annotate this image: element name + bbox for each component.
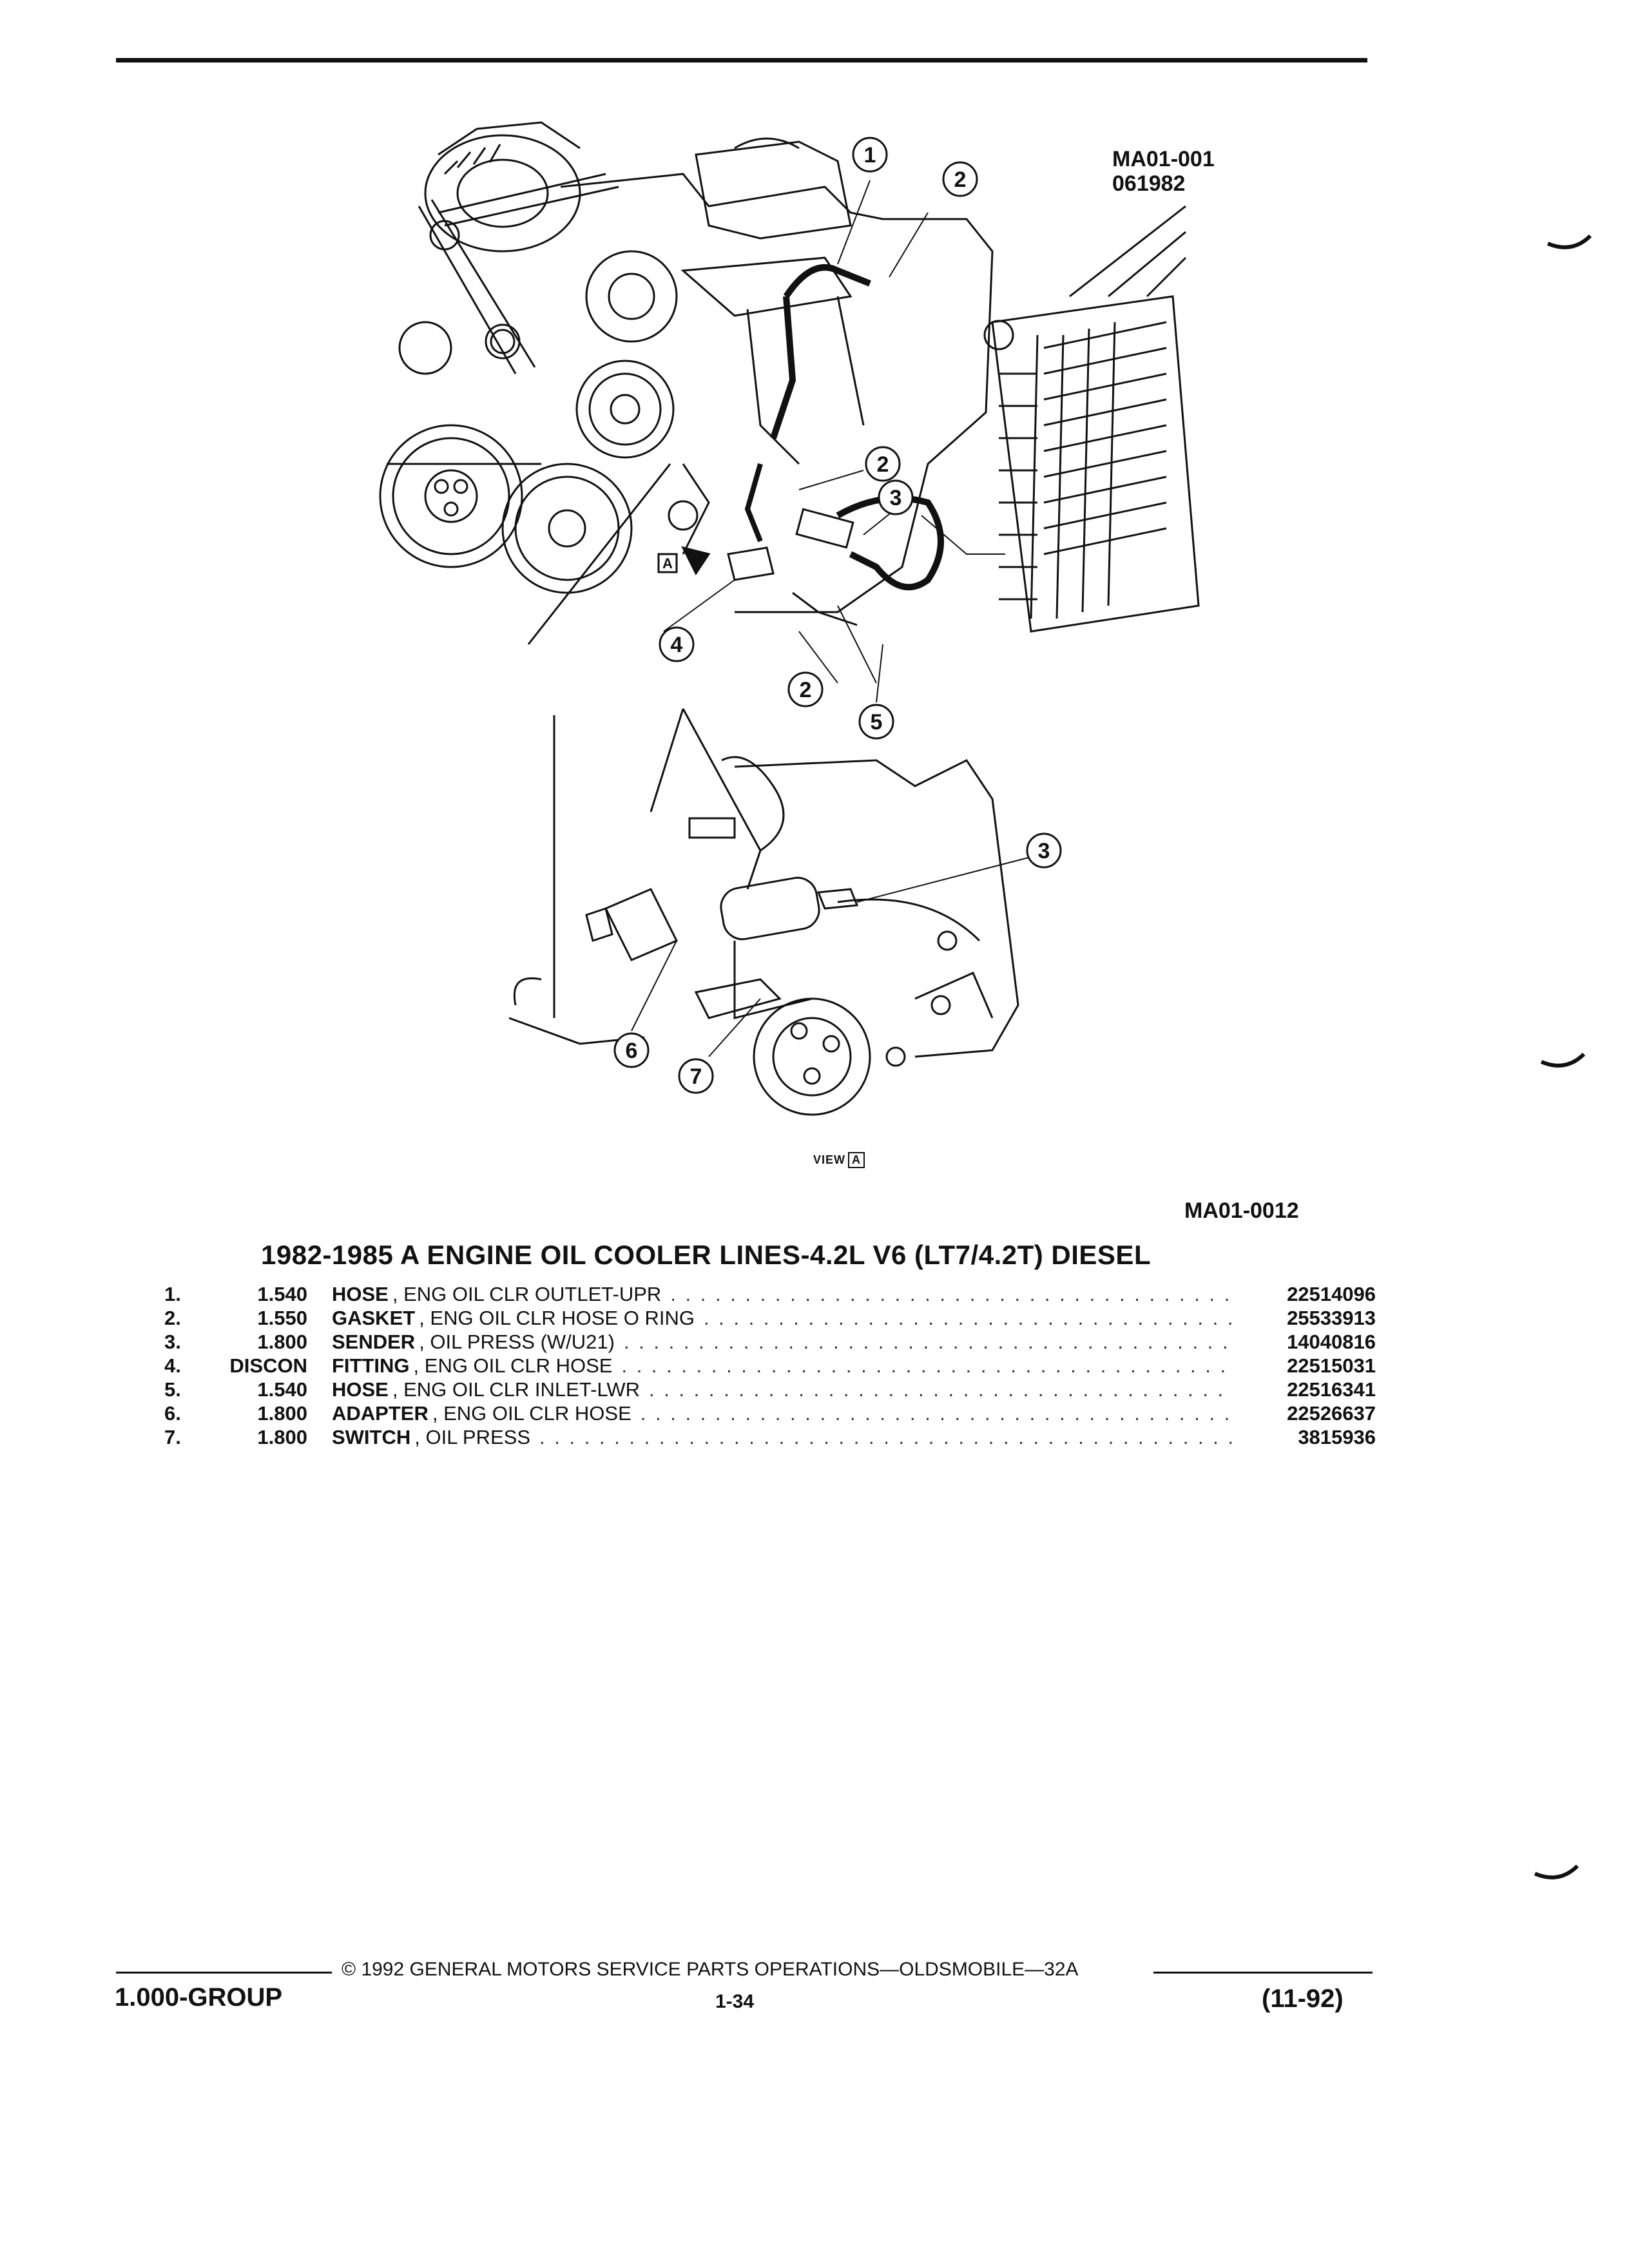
- callout-1: 1: [852, 137, 888, 173]
- item-number: 3.: [164, 1331, 181, 1353]
- svg-text:4: 4: [671, 633, 683, 657]
- item-number: 6.: [164, 1402, 181, 1425]
- item-name: FITTING: [332, 1354, 410, 1377]
- item-name: SENDER: [332, 1331, 416, 1353]
- item-part-number: 3815936: [1298, 1426, 1376, 1448]
- svg-text:7: 7: [690, 1064, 702, 1089]
- callout-4: 4: [659, 626, 695, 662]
- alternator-drawing: [424, 121, 581, 253]
- item-name: HOSE: [332, 1283, 389, 1305]
- engine-block-drawing: [560, 137, 994, 613]
- item-number: 2.: [164, 1307, 181, 1329]
- svg-text:3: 3: [1038, 839, 1050, 863]
- binder-mark-icon: [1534, 1864, 1579, 1879]
- item-code: 1.550: [257, 1307, 307, 1329]
- list-item: 4. DISCON FITTING, ENG OIL CLR HOSE 22515…: [164, 1354, 1376, 1378]
- item-spec: , ENG OIL CLR HOSE O RING: [419, 1307, 695, 1329]
- item-spec: , ENG OIL CLR INLET-LWR: [392, 1378, 640, 1401]
- callout-3-top: 3: [878, 479, 914, 515]
- item-name: SWITCH: [332, 1426, 411, 1448]
- footer-date: (11-92): [1262, 1984, 1344, 2013]
- footer-group: 1.000-GROUP: [115, 1983, 283, 2012]
- view-letter: A: [848, 1152, 865, 1168]
- figure-date-code: 061982: [1112, 171, 1186, 196]
- list-item: 5. 1.540 HOSE, ENG OIL CLR INLET-LWR 2251…: [164, 1378, 1376, 1401]
- item-spec: , ENG OIL CLR HOSE: [413, 1354, 613, 1377]
- view-label-text: VIEW: [813, 1153, 846, 1166]
- item-number: 7.: [164, 1426, 181, 1448]
- svg-text:3: 3: [890, 486, 902, 510]
- list-item: 6. 1.800 ADAPTER, ENG OIL CLR HOSE 225266…: [164, 1401, 1376, 1425]
- item-part-number: 22526637: [1287, 1402, 1376, 1425]
- callout-5: 5: [858, 704, 894, 740]
- item-spec: , ENG OIL CLR HOSE: [432, 1402, 631, 1425]
- figure-code-bottom: MA01-0012: [1184, 1198, 1299, 1223]
- item-part-number: 25533913: [1287, 1307, 1376, 1329]
- engine-oil-cooler-diagram: 1 2 2 3 4 2 5 3 6 7 A: [379, 121, 1200, 1116]
- item-code: 1.800: [257, 1402, 307, 1425]
- item-number: 1.: [164, 1283, 181, 1305]
- item-part-number: 22516341: [1287, 1378, 1376, 1401]
- footer-copyright: © 1992 GENERAL MOTORS SERVICE PARTS OPER…: [342, 1959, 1079, 1980]
- list-item: 7. 1.800 SWITCH, OIL PRESS 3815936: [164, 1425, 1376, 1449]
- footer-rule-right: [1153, 1972, 1373, 1974]
- item-code: 1.800: [257, 1426, 307, 1448]
- item-name: ADAPTER: [332, 1402, 429, 1425]
- page-title: 1982-1985 A ENGINE OIL COOLER LINES-4.2L…: [261, 1240, 1152, 1270]
- item-name: HOSE: [332, 1378, 389, 1401]
- footer-rule-left: [116, 1972, 332, 1974]
- callout-2-mid: 2: [865, 446, 901, 482]
- oil-cooler-hoses-drawing: [727, 264, 944, 626]
- svg-text:2: 2: [954, 168, 967, 192]
- list-item: 2. 1.550 GASKET, ENG OIL CLR HOSE O RING…: [164, 1306, 1376, 1330]
- top-rule: [116, 58, 1367, 62]
- view-a-drawing: [508, 708, 1019, 1116]
- svg-text:A: A: [662, 555, 673, 572]
- footer-page-number: 1-34: [715, 1991, 755, 2012]
- svg-text:1: 1: [864, 143, 876, 168]
- callout-7: 7: [678, 1058, 714, 1094]
- callout-2-lower: 2: [787, 671, 824, 707]
- leader-lines-lower: [631, 856, 1032, 1057]
- callout-6: 6: [613, 1032, 650, 1068]
- figure-code-top: MA01-001 061982: [1112, 147, 1215, 196]
- binder-mark-icon: [1540, 1052, 1585, 1068]
- list-item: 1. 1.540 HOSE, ENG OIL CLR OUTLET-UPR 225…: [164, 1282, 1376, 1306]
- figure-code: MA01-001: [1112, 147, 1215, 171]
- item-code: 1.540: [257, 1378, 307, 1401]
- svg-text:2: 2: [800, 678, 812, 702]
- svg-text:5: 5: [871, 710, 883, 735]
- item-code: 1.540: [257, 1283, 307, 1305]
- binder-mark-icon: [1547, 234, 1592, 249]
- item-spec: , OIL PRESS: [414, 1426, 531, 1448]
- pulleys-drawing: [379, 173, 678, 645]
- item-part-number: 14040816: [1287, 1331, 1376, 1353]
- svg-text:6: 6: [626, 1039, 638, 1063]
- item-number: 4.: [164, 1354, 181, 1377]
- callout-3-view: 3: [1026, 832, 1062, 869]
- item-part-number: 22515031: [1287, 1354, 1376, 1377]
- item-part-number: 22514096: [1287, 1283, 1376, 1305]
- callout-2-top: 2: [942, 161, 978, 197]
- list-item: 3. 1.800 SENDER, OIL PRESS (W/U21) 140408…: [164, 1330, 1376, 1354]
- item-spec: , OIL PRESS (W/U21): [419, 1331, 615, 1353]
- item-code: 1.800: [257, 1331, 307, 1353]
- detail-a-marker: A: [657, 546, 711, 575]
- item-code: DISCON: [229, 1354, 307, 1377]
- svg-text:2: 2: [877, 452, 889, 477]
- item-number: 5.: [164, 1378, 181, 1401]
- radiator-drawing: [983, 205, 1200, 633]
- parts-list: 1. 1.540 HOSE, ENG OIL CLR OUTLET-UPR225…: [164, 1282, 1376, 1449]
- item-name: GASKET: [332, 1307, 416, 1329]
- item-spec: , ENG OIL CLR OUTLET-UPR: [392, 1283, 662, 1305]
